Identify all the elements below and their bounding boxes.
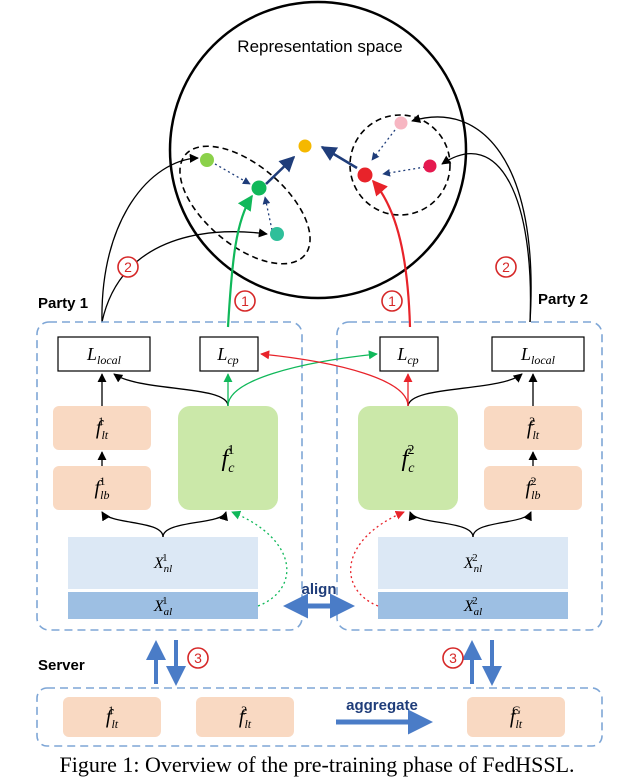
arrow-fc-to-local-p2 bbox=[407, 373, 523, 407]
step2-marker-party1: 2 bbox=[117, 256, 139, 278]
left-cluster-ellipse bbox=[179, 145, 311, 265]
party2-local-loss-box bbox=[491, 336, 585, 372]
pull-arrow bbox=[382, 166, 426, 177]
local-loss-arrow-2b bbox=[411, 114, 532, 323]
svg-text:flb2: flb2 bbox=[526, 474, 541, 502]
point-lightgreen bbox=[200, 153, 214, 167]
party1-f-lb-box bbox=[53, 466, 151, 510]
svg-text:Xnl2: Xnl2 bbox=[463, 552, 482, 575]
representation-space-title: Representation space bbox=[237, 37, 402, 56]
align-pull-arrow bbox=[265, 155, 296, 185]
party2-f-c-box bbox=[358, 406, 458, 510]
arrow-data-to-models-p2 bbox=[472, 511, 532, 538]
point-pink bbox=[394, 116, 408, 130]
party2-cp-loss-box bbox=[379, 336, 439, 372]
server-f2-box bbox=[196, 697, 294, 737]
party1-local-loss-sub: local bbox=[97, 353, 122, 367]
cp-loss-arrow-party1 bbox=[226, 194, 253, 328]
step1-marker-party1: 1 bbox=[234, 290, 256, 312]
align-label: align bbox=[301, 581, 336, 598]
svg-text:Lcp: Lcp bbox=[216, 344, 238, 367]
party2-f-lt-box bbox=[484, 406, 582, 450]
local-loss-arrow-2 bbox=[441, 152, 532, 323]
party1-f-c-box bbox=[178, 406, 278, 510]
party1-label: Party 1 bbox=[38, 295, 88, 312]
step1-marker-party2: 1 bbox=[381, 290, 403, 312]
aggregate-label: aggregate bbox=[346, 697, 418, 714]
cp-loss-arrow-party2 bbox=[371, 179, 412, 328]
right-cluster-circle bbox=[349, 114, 451, 216]
party2-label: Party 2 bbox=[538, 291, 588, 308]
svg-text:2: 2 bbox=[124, 259, 132, 275]
svg-text:fltG: fltG bbox=[510, 703, 523, 731]
green-align-arrow bbox=[231, 510, 288, 607]
party1-x-nl-bar bbox=[68, 537, 258, 589]
point-red bbox=[357, 167, 373, 183]
party2-container bbox=[336, 321, 603, 631]
server-fg-box bbox=[467, 697, 565, 737]
arrow-fc-to-local-p1 bbox=[113, 373, 229, 407]
green-cross-arrow bbox=[227, 350, 378, 407]
pull-arrow bbox=[214, 163, 251, 185]
figure-caption: Figure 1: Overview of the pre-training p… bbox=[59, 752, 575, 777]
party1-cp-loss-sub: cp bbox=[227, 353, 238, 367]
party2-cp-loss-sub: cp bbox=[407, 353, 418, 367]
svg-text:Llocal: Llocal bbox=[86, 344, 122, 367]
svg-text:fc2: fc2 bbox=[402, 443, 416, 476]
svg-text:3: 3 bbox=[449, 650, 457, 666]
step3-marker-party2: 3 bbox=[442, 647, 464, 669]
server-container bbox=[36, 687, 603, 747]
party2-local-loss-symbol: L bbox=[520, 344, 531, 364]
svg-text:flt2: flt2 bbox=[239, 703, 252, 731]
svg-text:Xnl1: Xnl1 bbox=[153, 552, 172, 575]
representation-space-circle bbox=[168, 0, 468, 300]
party1-local-loss-symbol: L bbox=[86, 344, 97, 364]
party1-local-loss-box bbox=[57, 336, 151, 372]
party2-local-loss-sub: local bbox=[531, 353, 556, 367]
svg-text:Llocal: Llocal bbox=[520, 344, 556, 367]
party2-f-lb-box bbox=[484, 466, 582, 510]
svg-text:fc1: fc1 bbox=[222, 443, 236, 476]
party2-cp-loss-symbol: L bbox=[396, 344, 407, 364]
svg-text:1: 1 bbox=[388, 293, 396, 309]
step3-marker-party1: 3 bbox=[187, 647, 209, 669]
arrow-data-to-models-p1 bbox=[101, 511, 164, 538]
party1-container bbox=[36, 321, 303, 631]
party1-x-al-bar bbox=[68, 592, 258, 619]
party1-cp-loss-box bbox=[199, 336, 259, 372]
local-loss-arrow-1b bbox=[101, 228, 268, 323]
point-green bbox=[251, 180, 267, 196]
svg-text:flt2: flt2 bbox=[527, 414, 540, 442]
svg-text:flt1: flt1 bbox=[106, 703, 119, 731]
svg-text:Lcp: Lcp bbox=[396, 344, 418, 367]
svg-text:Xal1: Xal1 bbox=[153, 595, 172, 618]
point-teal bbox=[270, 227, 284, 241]
svg-text:Xal2: Xal2 bbox=[463, 595, 482, 618]
party1-f-lt-box bbox=[53, 406, 151, 450]
server-f1-box bbox=[63, 697, 161, 737]
svg-text:1: 1 bbox=[241, 293, 249, 309]
svg-text:flt1: flt1 bbox=[96, 414, 109, 442]
svg-text:2: 2 bbox=[502, 259, 510, 275]
svg-text:3: 3 bbox=[194, 650, 202, 666]
align-pull-arrow bbox=[320, 145, 358, 170]
party2-x-nl-bar bbox=[378, 537, 568, 589]
party2-x-al-bar bbox=[378, 592, 568, 619]
step2-marker-party2: 2 bbox=[495, 256, 517, 278]
local-loss-arrow-1 bbox=[101, 153, 199, 323]
server-label: Server bbox=[38, 657, 85, 674]
party1-cp-loss-symbol: L bbox=[216, 344, 227, 364]
svg-text:flb1: flb1 bbox=[95, 474, 110, 502]
pull-arrow bbox=[262, 196, 273, 231]
point-yellow bbox=[298, 139, 312, 153]
pull-arrow bbox=[371, 125, 399, 161]
red-cross-arrow bbox=[260, 350, 409, 407]
point-crimson bbox=[423, 159, 437, 173]
